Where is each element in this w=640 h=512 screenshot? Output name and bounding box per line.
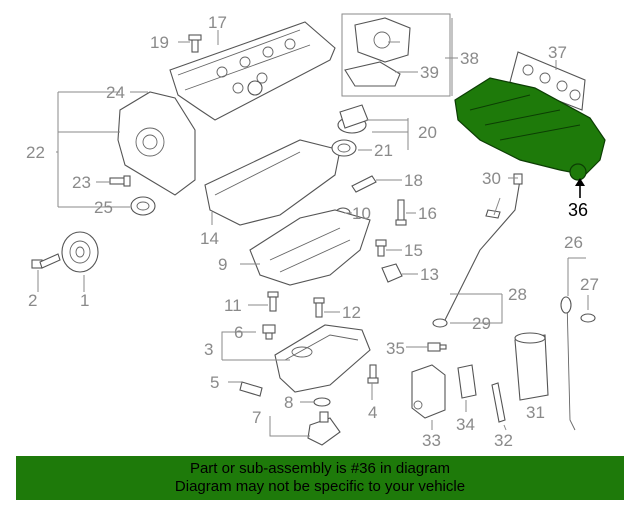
callout-31: 31 xyxy=(526,403,545,422)
callout-25: 25 xyxy=(94,198,113,217)
callout-4: 4 xyxy=(368,403,377,422)
bolt-11-part xyxy=(267,291,279,312)
seal-21-part xyxy=(331,139,357,157)
plug-6-part xyxy=(262,324,276,340)
banner-line-1: Part or sub-assembly is #36 in diagram xyxy=(189,460,451,477)
callout-37: 37 xyxy=(548,43,567,62)
oring-8-part xyxy=(313,397,331,407)
parts-diagram: 1 2 3 4 5 6 7 8 9 10 11 12 13 14 15 16 1… xyxy=(26,13,606,450)
gasket-37-part xyxy=(509,51,586,111)
callout-19: 19 xyxy=(150,33,169,52)
valve-cover-part xyxy=(169,21,336,121)
part-13 xyxy=(381,263,403,283)
callout-6: 6 xyxy=(234,323,243,342)
callout-16: 16 xyxy=(418,204,437,223)
callout-38: 38 xyxy=(460,49,479,68)
callout-18: 18 xyxy=(404,171,423,190)
callout-32: 32 xyxy=(494,431,513,450)
callout-27: 27 xyxy=(580,275,599,294)
callout-1: 1 xyxy=(80,291,89,310)
oring-29-part xyxy=(432,318,448,328)
callout-33: 33 xyxy=(422,431,441,450)
callout-13: 13 xyxy=(420,265,439,284)
timing-cover-part xyxy=(117,91,196,196)
sensor-7-part xyxy=(307,411,341,446)
oil-cap-20-part xyxy=(337,104,369,134)
callout-2: 2 xyxy=(28,291,37,310)
bolt-18-part xyxy=(351,175,377,193)
callout-9: 9 xyxy=(218,255,227,274)
callout-10: 10 xyxy=(352,204,371,223)
callout-26: 26 xyxy=(564,233,583,252)
bolt-12-part xyxy=(313,297,325,318)
baffle-9-part xyxy=(249,209,371,286)
callout-36-arrow xyxy=(575,178,585,198)
bolt-15-part xyxy=(375,239,387,257)
banner-line-2: Diagram may not be specific to your vehi… xyxy=(174,478,466,495)
pulley-1-part xyxy=(61,231,99,273)
callout-35: 35 xyxy=(386,339,405,358)
filter-housing-33-part xyxy=(411,364,446,419)
callout-29: 29 xyxy=(472,314,491,333)
callout-34: 34 xyxy=(456,415,475,434)
callout-30: 30 xyxy=(482,169,501,188)
sensor-5-part xyxy=(239,381,263,397)
info-banner: Part or sub-assembly is #36 in diagram D… xyxy=(16,456,624,500)
bolt-2-part xyxy=(31,253,61,269)
bolt-16-part xyxy=(395,199,407,226)
dipstick-26-part xyxy=(560,296,576,431)
callout-15: 15 xyxy=(404,241,423,260)
callout-8: 8 xyxy=(284,393,293,412)
callout-28: 28 xyxy=(508,285,527,304)
callout-7: 7 xyxy=(252,408,261,427)
callout-5: 5 xyxy=(210,373,219,392)
leader-lines xyxy=(37,18,589,437)
callout-22: 22 xyxy=(26,143,45,162)
callout-24: 24 xyxy=(106,83,125,102)
bolt-19-part xyxy=(188,34,202,53)
bolt-35-part xyxy=(427,342,447,352)
callout-39: 39 xyxy=(420,63,439,82)
callout-36: 36 xyxy=(568,200,588,220)
callout-23: 23 xyxy=(72,173,91,192)
callout-12: 12 xyxy=(342,303,361,322)
dipstick-tube-30-part xyxy=(444,173,523,321)
callout-21: 21 xyxy=(374,141,393,160)
callout-20: 20 xyxy=(418,123,437,142)
oil-pan-3-part xyxy=(274,324,371,393)
oring-27-part xyxy=(580,313,596,323)
callout-3: 3 xyxy=(204,340,213,359)
seal-25-part xyxy=(130,196,156,216)
housing-38-part xyxy=(341,13,451,97)
part-32 xyxy=(491,382,506,423)
oil-filter-31-part xyxy=(514,332,549,401)
callout-14: 14 xyxy=(200,229,219,248)
callout-labels: 1 2 3 4 5 6 7 8 9 10 11 12 13 14 15 16 1… xyxy=(26,13,599,450)
engine-cover-14-part xyxy=(204,139,341,226)
bolt-4-part xyxy=(367,364,379,384)
callout-11: 11 xyxy=(224,296,242,315)
callout-17: 17 xyxy=(208,13,227,32)
intake-manifold-36-part[interactable] xyxy=(454,77,606,181)
bolt-23-part xyxy=(109,175,131,187)
bracket-34-part xyxy=(457,364,477,399)
